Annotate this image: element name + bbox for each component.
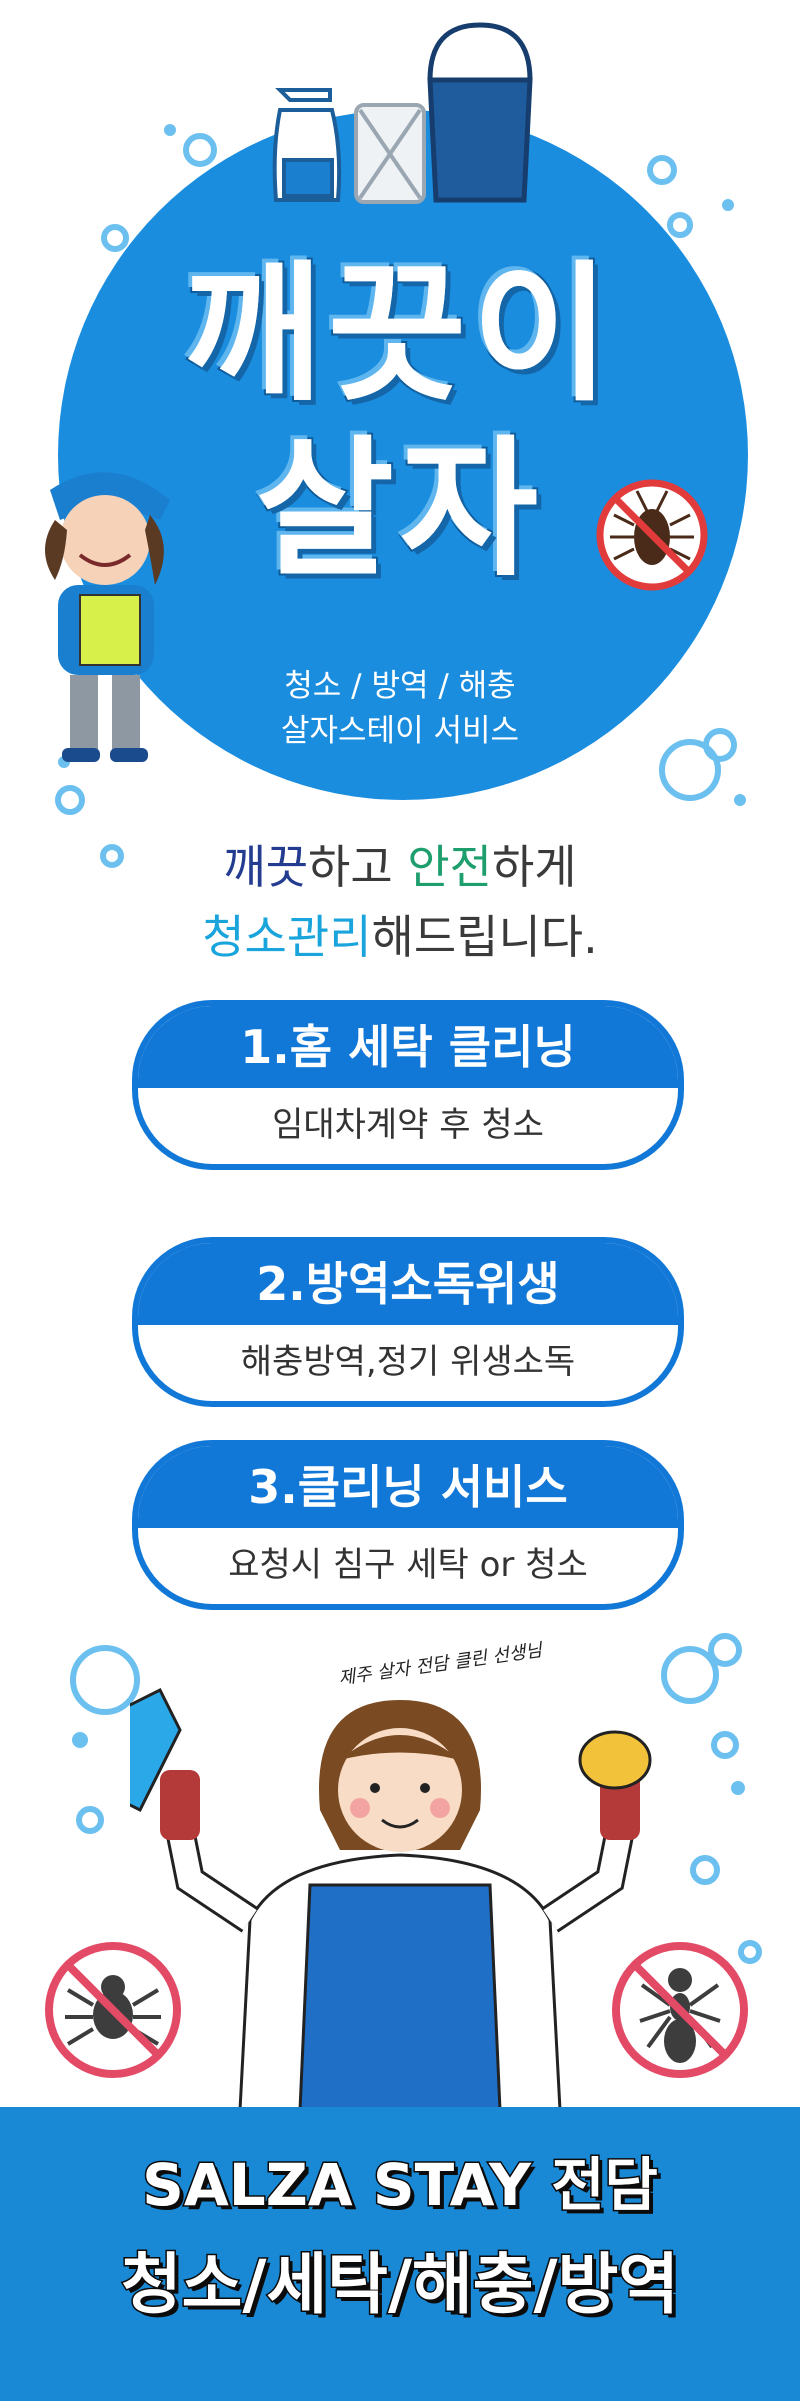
bubble-icon <box>55 785 85 815</box>
tagline-text: 하고 <box>308 840 408 894</box>
sponge-icon <box>578 1730 652 1790</box>
bubble-icon <box>703 728 737 762</box>
bubbles-decoration <box>55 124 762 1964</box>
hero-subtitle-line1: 청소 / 방역 / 해충 <box>284 668 516 704</box>
tagline-highlight-safe: 안전 <box>407 840 492 894</box>
hero-circle <box>58 110 748 800</box>
no-spider-icon <box>45 1942 181 2078</box>
footer-line2: 청소/세탁/해충/방역 <box>119 2245 680 2325</box>
bubble-icon <box>647 155 677 185</box>
service-title: 3.클리닝 서비스 <box>138 1446 678 1528</box>
service-description: 임대차계약 후 청소 <box>272 1105 544 1145</box>
bucket-icon <box>427 22 533 203</box>
bubble-icon <box>183 133 217 167</box>
bubble-icon <box>708 1633 742 1667</box>
bubble-icon <box>101 224 129 252</box>
service-title: 1.홈 세탁 클리닝 <box>138 1006 678 1088</box>
bubble-icon <box>100 844 124 868</box>
bubble-icon <box>690 1855 720 1885</box>
bubble-icon <box>659 739 721 801</box>
hero-title-line2: 살자 <box>254 423 544 597</box>
bubble-icon <box>76 1806 104 1834</box>
hero-subtitle-line2: 살자스테이 서비스 <box>280 713 519 749</box>
spray-bottle-icon <box>272 88 342 202</box>
bubble-icon <box>738 1940 762 1964</box>
service-title: 2.방역소독위생 <box>138 1243 678 1325</box>
tagline-text: 하게 <box>491 840 577 894</box>
spray-bottle-icon <box>130 1687 182 1813</box>
service-card-disinfection: 2.방역소독위생 해충방역,정기 위생소독 <box>132 1237 684 1407</box>
cleaner-character-illustration <box>45 472 170 762</box>
cleaning-supplies <box>272 22 533 204</box>
tagline-line1: 깨끗하고 안전하게 <box>0 835 800 899</box>
footer-band <box>0 2107 800 2401</box>
bubble-icon <box>70 1645 140 1715</box>
service-description: 요청시 침구 세탁 or 청소 <box>228 1545 588 1585</box>
bubble-icon <box>661 1646 719 1704</box>
tagline-highlight-clean: 깨끗 <box>223 840 309 894</box>
footer-line1: SALZA STAY 전담 <box>141 2150 660 2221</box>
tagline-highlight-management: 청소관리 <box>202 910 372 964</box>
bubble-icon <box>711 1731 739 1759</box>
no-ant-icon <box>612 1942 748 2078</box>
tagline-line2: 청소관리해드립니다. <box>0 905 800 969</box>
box-icon <box>354 103 426 204</box>
tagline-text: 해드립니다. <box>371 910 598 964</box>
service-card-home-cleaning: 1.홈 세탁 클리닝 임대차계약 후 청소 <box>132 1000 684 1170</box>
no-cockroach-icon <box>596 479 708 591</box>
service-card-cleaning-service: 3.클리닝 서비스 요청시 침구 세탁 or 청소 <box>132 1440 684 1610</box>
bubble-icon <box>667 212 693 238</box>
cleaner-woman-illustration <box>130 1687 652 2110</box>
hero-title-line1: 깨끗이 <box>182 248 616 422</box>
service-description: 해충방역,정기 위생소독 <box>240 1342 576 1382</box>
